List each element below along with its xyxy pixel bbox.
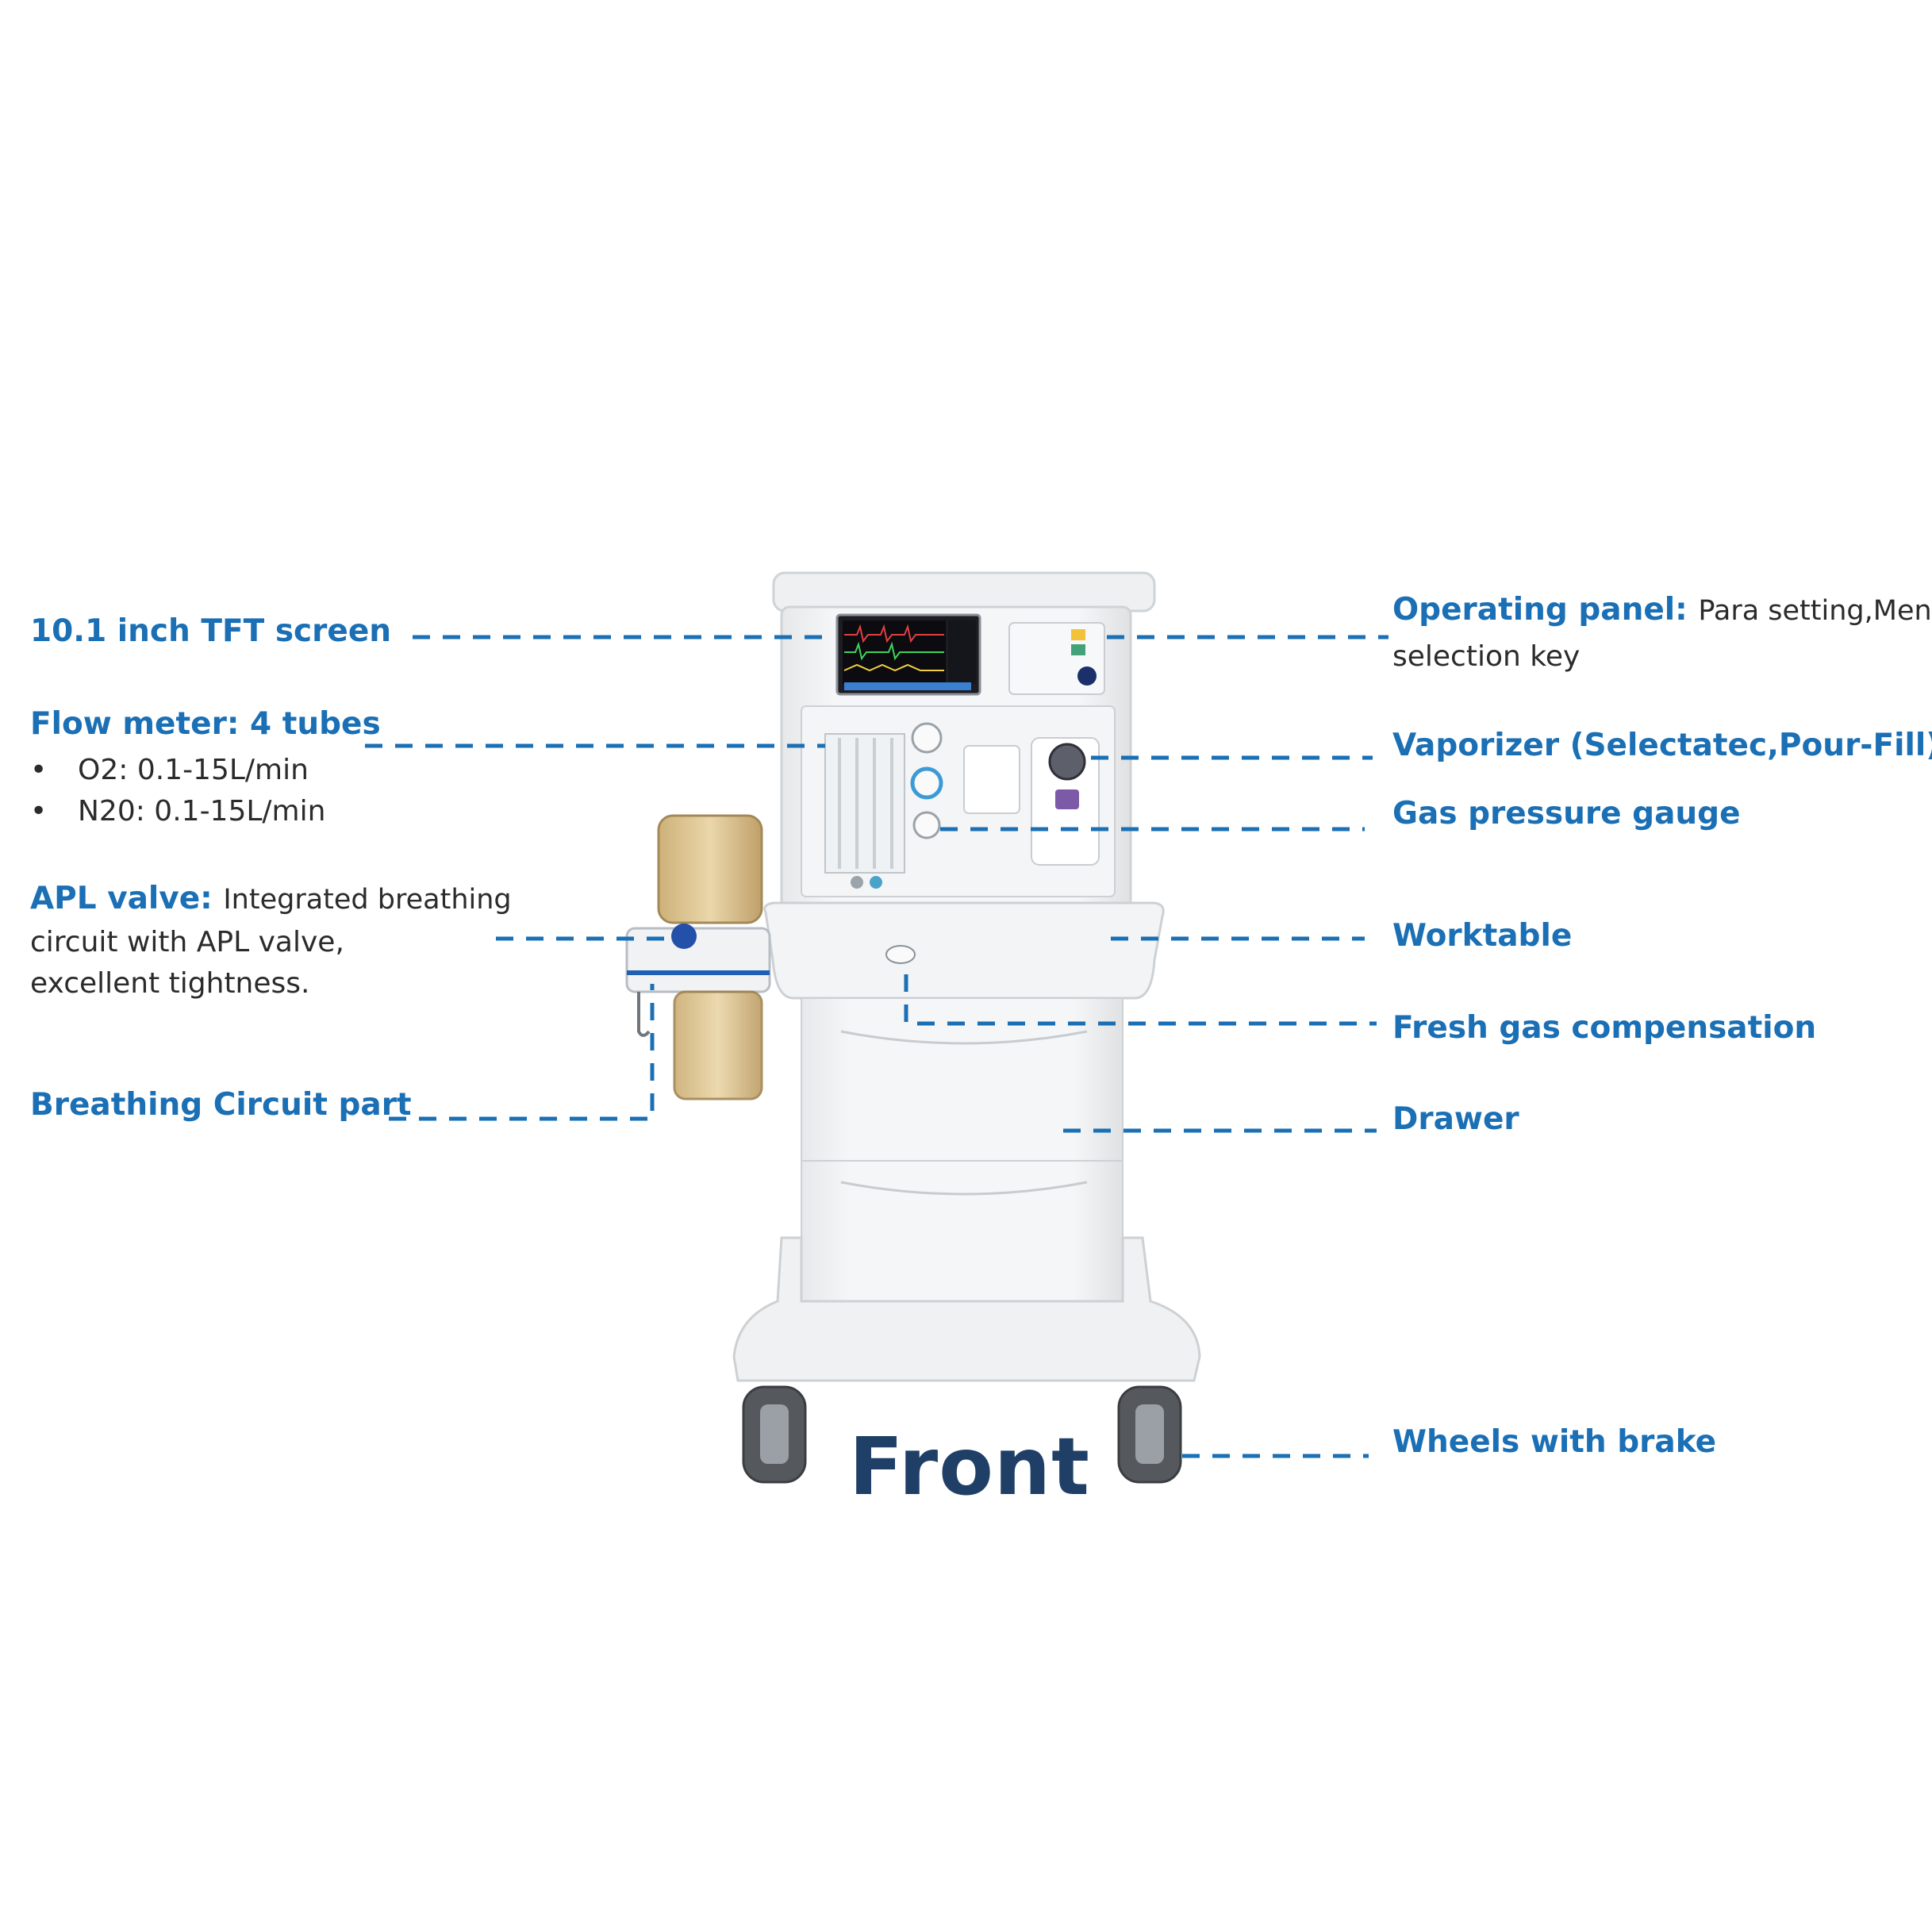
callout-gas-pressure-label: Gas pressure gauge bbox=[1392, 796, 1741, 832]
callout-flow-meter-label: Flow meter: 4 tubes bbox=[30, 706, 381, 742]
callout-operating-panel: Operating panel: Para setting,Menu bbox=[1392, 592, 1932, 629]
breathing-circuit-block bbox=[625, 927, 771, 993]
callout-breathing-circuit-label: Breathing Circuit part bbox=[30, 1087, 412, 1123]
callout-wheels-label: Wheels with brake bbox=[1392, 1424, 1717, 1460]
pressure-gauge-2 bbox=[910, 766, 943, 800]
base bbox=[732, 1236, 1201, 1382]
apl-valve-text-rest: circuit with APL valve, excellent tightn… bbox=[30, 926, 344, 1001]
flow-meter-spec-n2o: N20: 0.1-15L/min bbox=[30, 791, 325, 832]
vaporizer-mount bbox=[963, 745, 1020, 814]
worktable bbox=[763, 901, 1165, 1000]
flow-meter-specs: O2: 0.1-15L/min N20: 0.1-15L/min bbox=[30, 750, 325, 832]
apl-valve-label: APL valve: bbox=[30, 881, 213, 916]
callout-apl-valve: APL valve: Integrated breathing bbox=[30, 881, 512, 918]
callout-fresh-gas-label: Fresh gas compensation bbox=[1392, 1010, 1817, 1046]
pressure-gauge-3 bbox=[912, 811, 941, 839]
drawer-lower bbox=[801, 1160, 1123, 1304]
absorber-canister bbox=[673, 990, 763, 1100]
callout-screen-label: 10.1 inch TFT screen bbox=[30, 613, 392, 649]
apl-valve-text-first: Integrated breathing bbox=[223, 884, 512, 916]
breathing-circuit-bellows bbox=[657, 814, 763, 924]
callout-vaporizer-label: Vaporizer (Selectatec,Pour-Fill) bbox=[1392, 728, 1932, 763]
operating-panel-text-first: Para setting,Menu bbox=[1698, 595, 1932, 627]
view-title-front: Front bbox=[849, 1420, 1090, 1513]
top-cap bbox=[772, 571, 1156, 613]
callout-worktable-label: Worktable bbox=[1392, 918, 1573, 954]
flow-meter-spec-o2: O2: 0.1-15L/min bbox=[30, 750, 325, 791]
operating-panel-label: Operating panel: bbox=[1392, 592, 1688, 628]
operating-panel-text-rest: selection key bbox=[1392, 640, 1581, 673]
callout-drawer-label: Drawer bbox=[1392, 1101, 1519, 1137]
drawer-upper bbox=[801, 997, 1123, 1162]
pressure-gauge-1 bbox=[911, 722, 943, 754]
